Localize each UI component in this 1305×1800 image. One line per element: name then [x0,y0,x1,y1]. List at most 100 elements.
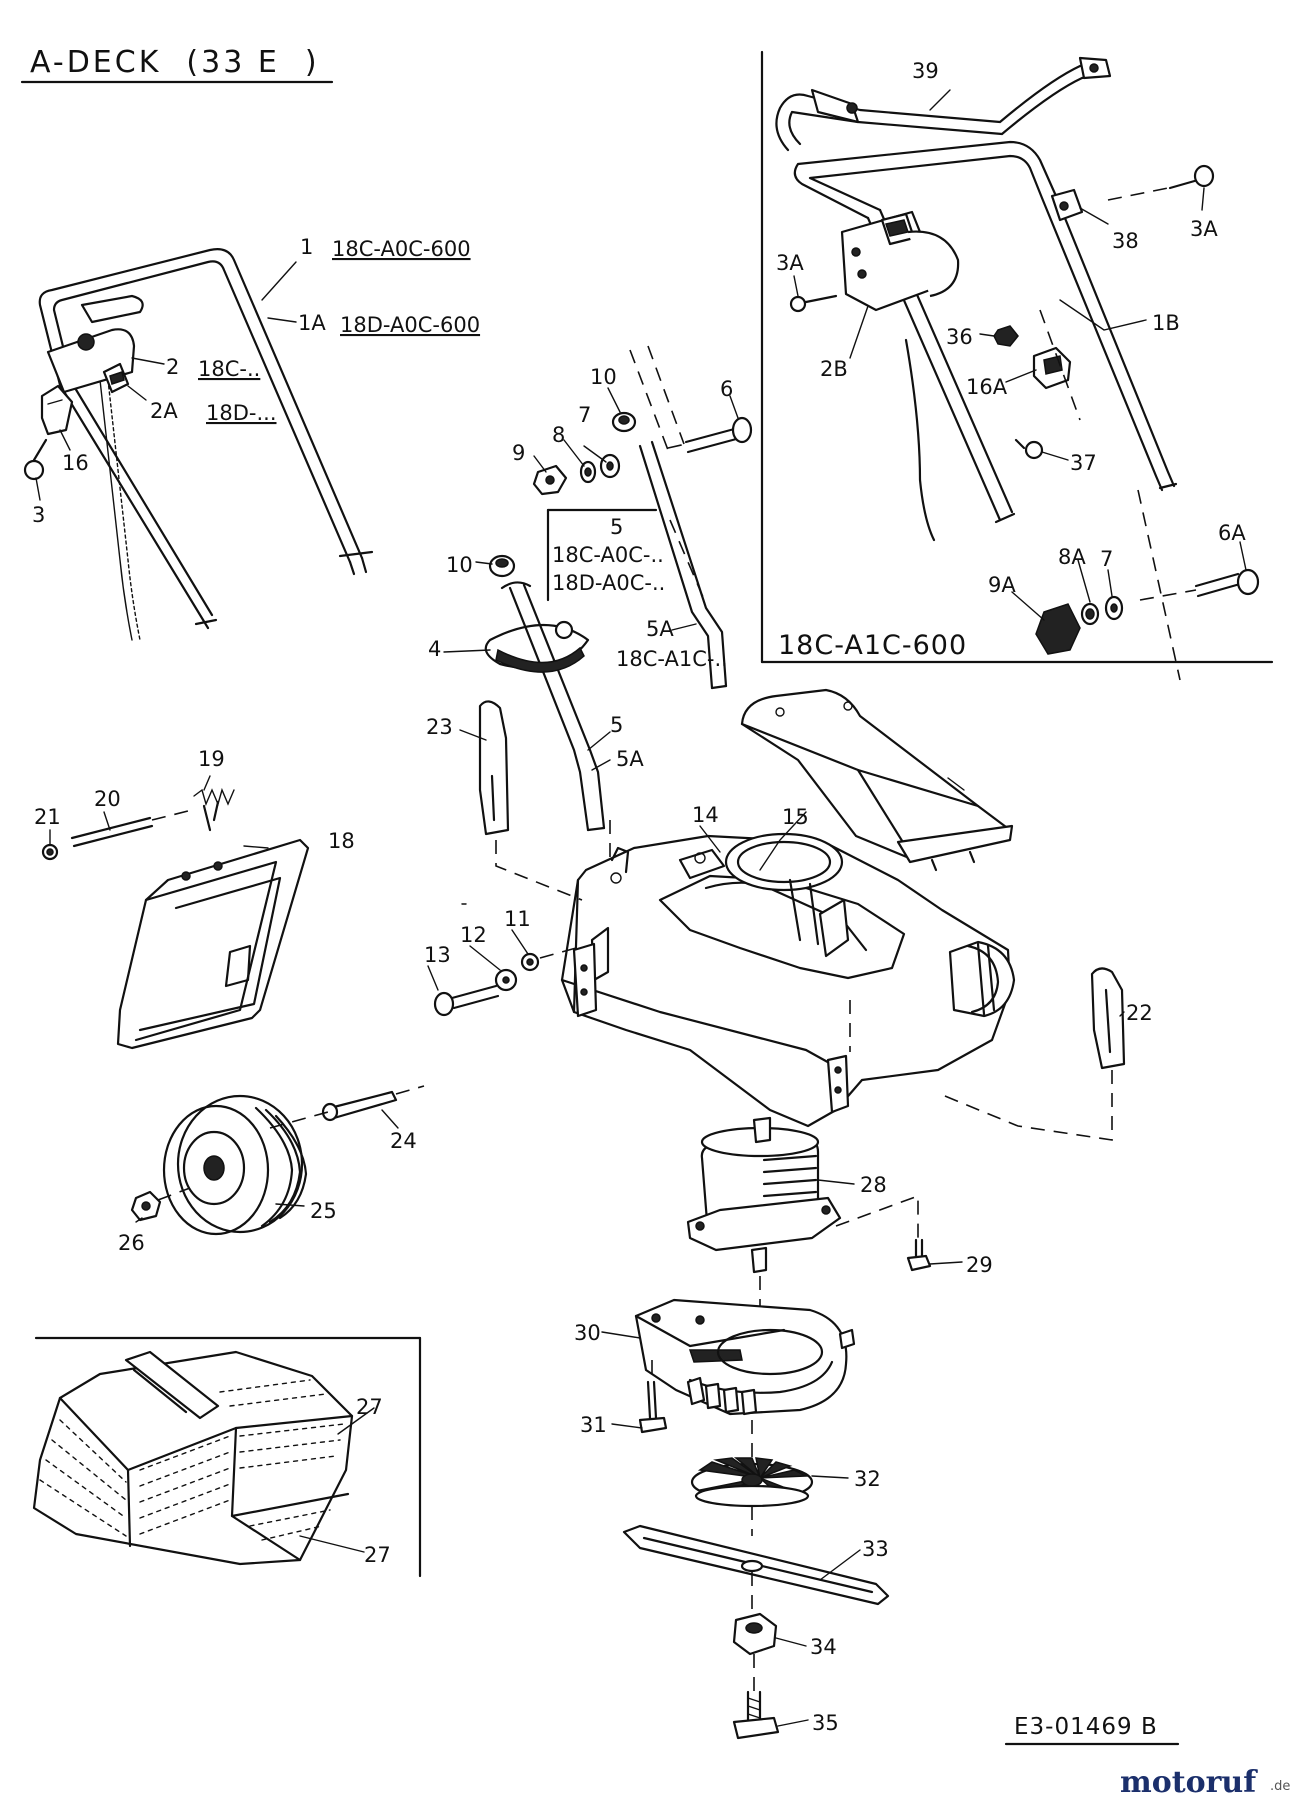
callout-6a: 6A [1218,521,1246,545]
callout-11: 11 [504,907,531,931]
callout-13: 13 [424,943,451,967]
callout-14: 14 [692,803,719,827]
callout-10-lower: 10 [446,553,473,577]
callout-9a: 9A [988,573,1016,597]
callout-36: 36 [946,325,973,349]
logo-tld: .de [1270,1779,1290,1794]
callout-10-upper: 10 [590,365,617,389]
callout-22: 22 [1126,1001,1153,1025]
knob-10-lower [488,554,516,578]
washer-7 [599,453,621,479]
inset-knob-9a [1035,603,1081,655]
callout-7: 7 [578,403,591,427]
lower-handle-right [638,440,728,690]
inset-screw-37 [1014,438,1044,460]
callout-27-lower: 27 [364,1543,391,1567]
inset-bail-bar-39 [775,56,1112,152]
model-code-1: 18C-A0C-600 [332,237,471,261]
motor-28 [686,1116,919,1308]
screw-29 [906,1238,932,1272]
model-code-1a: 18D-A0C-600 [340,313,480,337]
fastener-guide [539,947,577,959]
motor-cover-15 [740,688,1014,872]
logo-text: motoruf [1120,1765,1258,1800]
callout-4: 4 [428,637,441,661]
model-code-2: 18C-.. [198,357,260,381]
callout-16: 16 [62,451,89,475]
callout-37: 37 [1070,451,1097,475]
callout-labels: 1 1A 1B 2 2A 2B 3 3A 3A 4 5 5 5A 5A 6 6A… [32,59,1246,1735]
nut-9 [532,464,568,496]
washer-21 [41,843,59,861]
callout-26: 26 [118,1231,145,1255]
knob-10-upper [611,411,637,433]
bolt-13 [433,984,500,1017]
model-code-2a: 18D-... [206,401,277,425]
callout-34: 34 [810,1635,837,1659]
callout-2: 2 [166,355,179,379]
inset-screw-3a-right [1107,164,1215,201]
callout-39: 39 [912,59,939,83]
callout-8a: 8A [1058,545,1086,569]
inset-switch-box-2b [840,210,960,312]
callout-5-box: 5 [610,515,623,539]
cable-strap [484,620,590,673]
inset-frame [760,50,1274,664]
callout-5: 5 [610,713,623,737]
callout-3a-left: 3A [776,251,804,275]
callout-32: 32 [854,1467,881,1491]
callout-19: 19 [198,747,225,771]
callout-38: 38 [1112,229,1139,253]
callout-3a-right: 3A [1190,217,1218,241]
fan-housing-30 [634,1298,856,1416]
callout-28: 28 [860,1173,887,1197]
switch-box [46,328,136,394]
mower-deck-14 [560,832,1016,1128]
nut-26 [130,1187,191,1222]
model-code-labels: 18C-A0C-600 18D-A0C-600 18C-.. 18D-... 1… [198,237,728,671]
washer-12 [494,968,518,992]
callout-15: 15 [782,805,809,829]
callout-31: 31 [580,1413,607,1437]
leader-lines [35,89,1247,1727]
model-code-5a: 18C-A1C-.. [616,647,728,671]
pin-20 [70,809,193,848]
inset-bolt-6a [1137,489,1260,681]
callout-25: 25 [310,1199,337,1223]
callout-21: 21 [34,805,61,829]
model-code-5-18d: 18D-A0C-.. [552,571,665,595]
model-box-5 [546,508,658,602]
page-title: A-DECK (33 E ) [30,45,320,80]
height-lever-22 [939,967,1126,1141]
bolt-35 [732,1690,780,1740]
callout-1b: 1B [1152,311,1180,335]
callout-1: 1 [300,235,313,259]
callout-3: 3 [32,503,45,527]
inset-washer-8a [1080,602,1100,626]
wheel-25 [162,1094,308,1236]
inset-clamp-38 [1050,188,1084,222]
adapter-34 [732,1612,778,1692]
callout-5a: 5A [616,747,644,771]
spring-19 [193,787,235,832]
axle-24 [269,1085,425,1129]
callout-33: 33 [862,1537,889,1561]
callout-27-upper: 27 [356,1395,383,1419]
callout-12: 12 [460,923,487,947]
blade-33 [622,1524,890,1616]
inset-washer-7 [1104,595,1124,621]
callout-7-inset: 7 [1100,547,1113,571]
callout-6: 6 [720,377,733,401]
screw-3 [23,438,48,481]
cable-clip [40,384,74,436]
drawing-reference: E3-01469 B [1014,1714,1158,1740]
callout-2b: 2B [820,357,848,381]
grass-bag-27 [32,1350,354,1566]
callout-29: 29 [966,1253,993,1277]
inset-nut-36 [993,325,1019,347]
washer-11 [520,952,540,972]
upper-handle [38,248,374,641]
inset-upper-handle [793,140,1178,542]
callout-1a: 1A [298,311,326,335]
